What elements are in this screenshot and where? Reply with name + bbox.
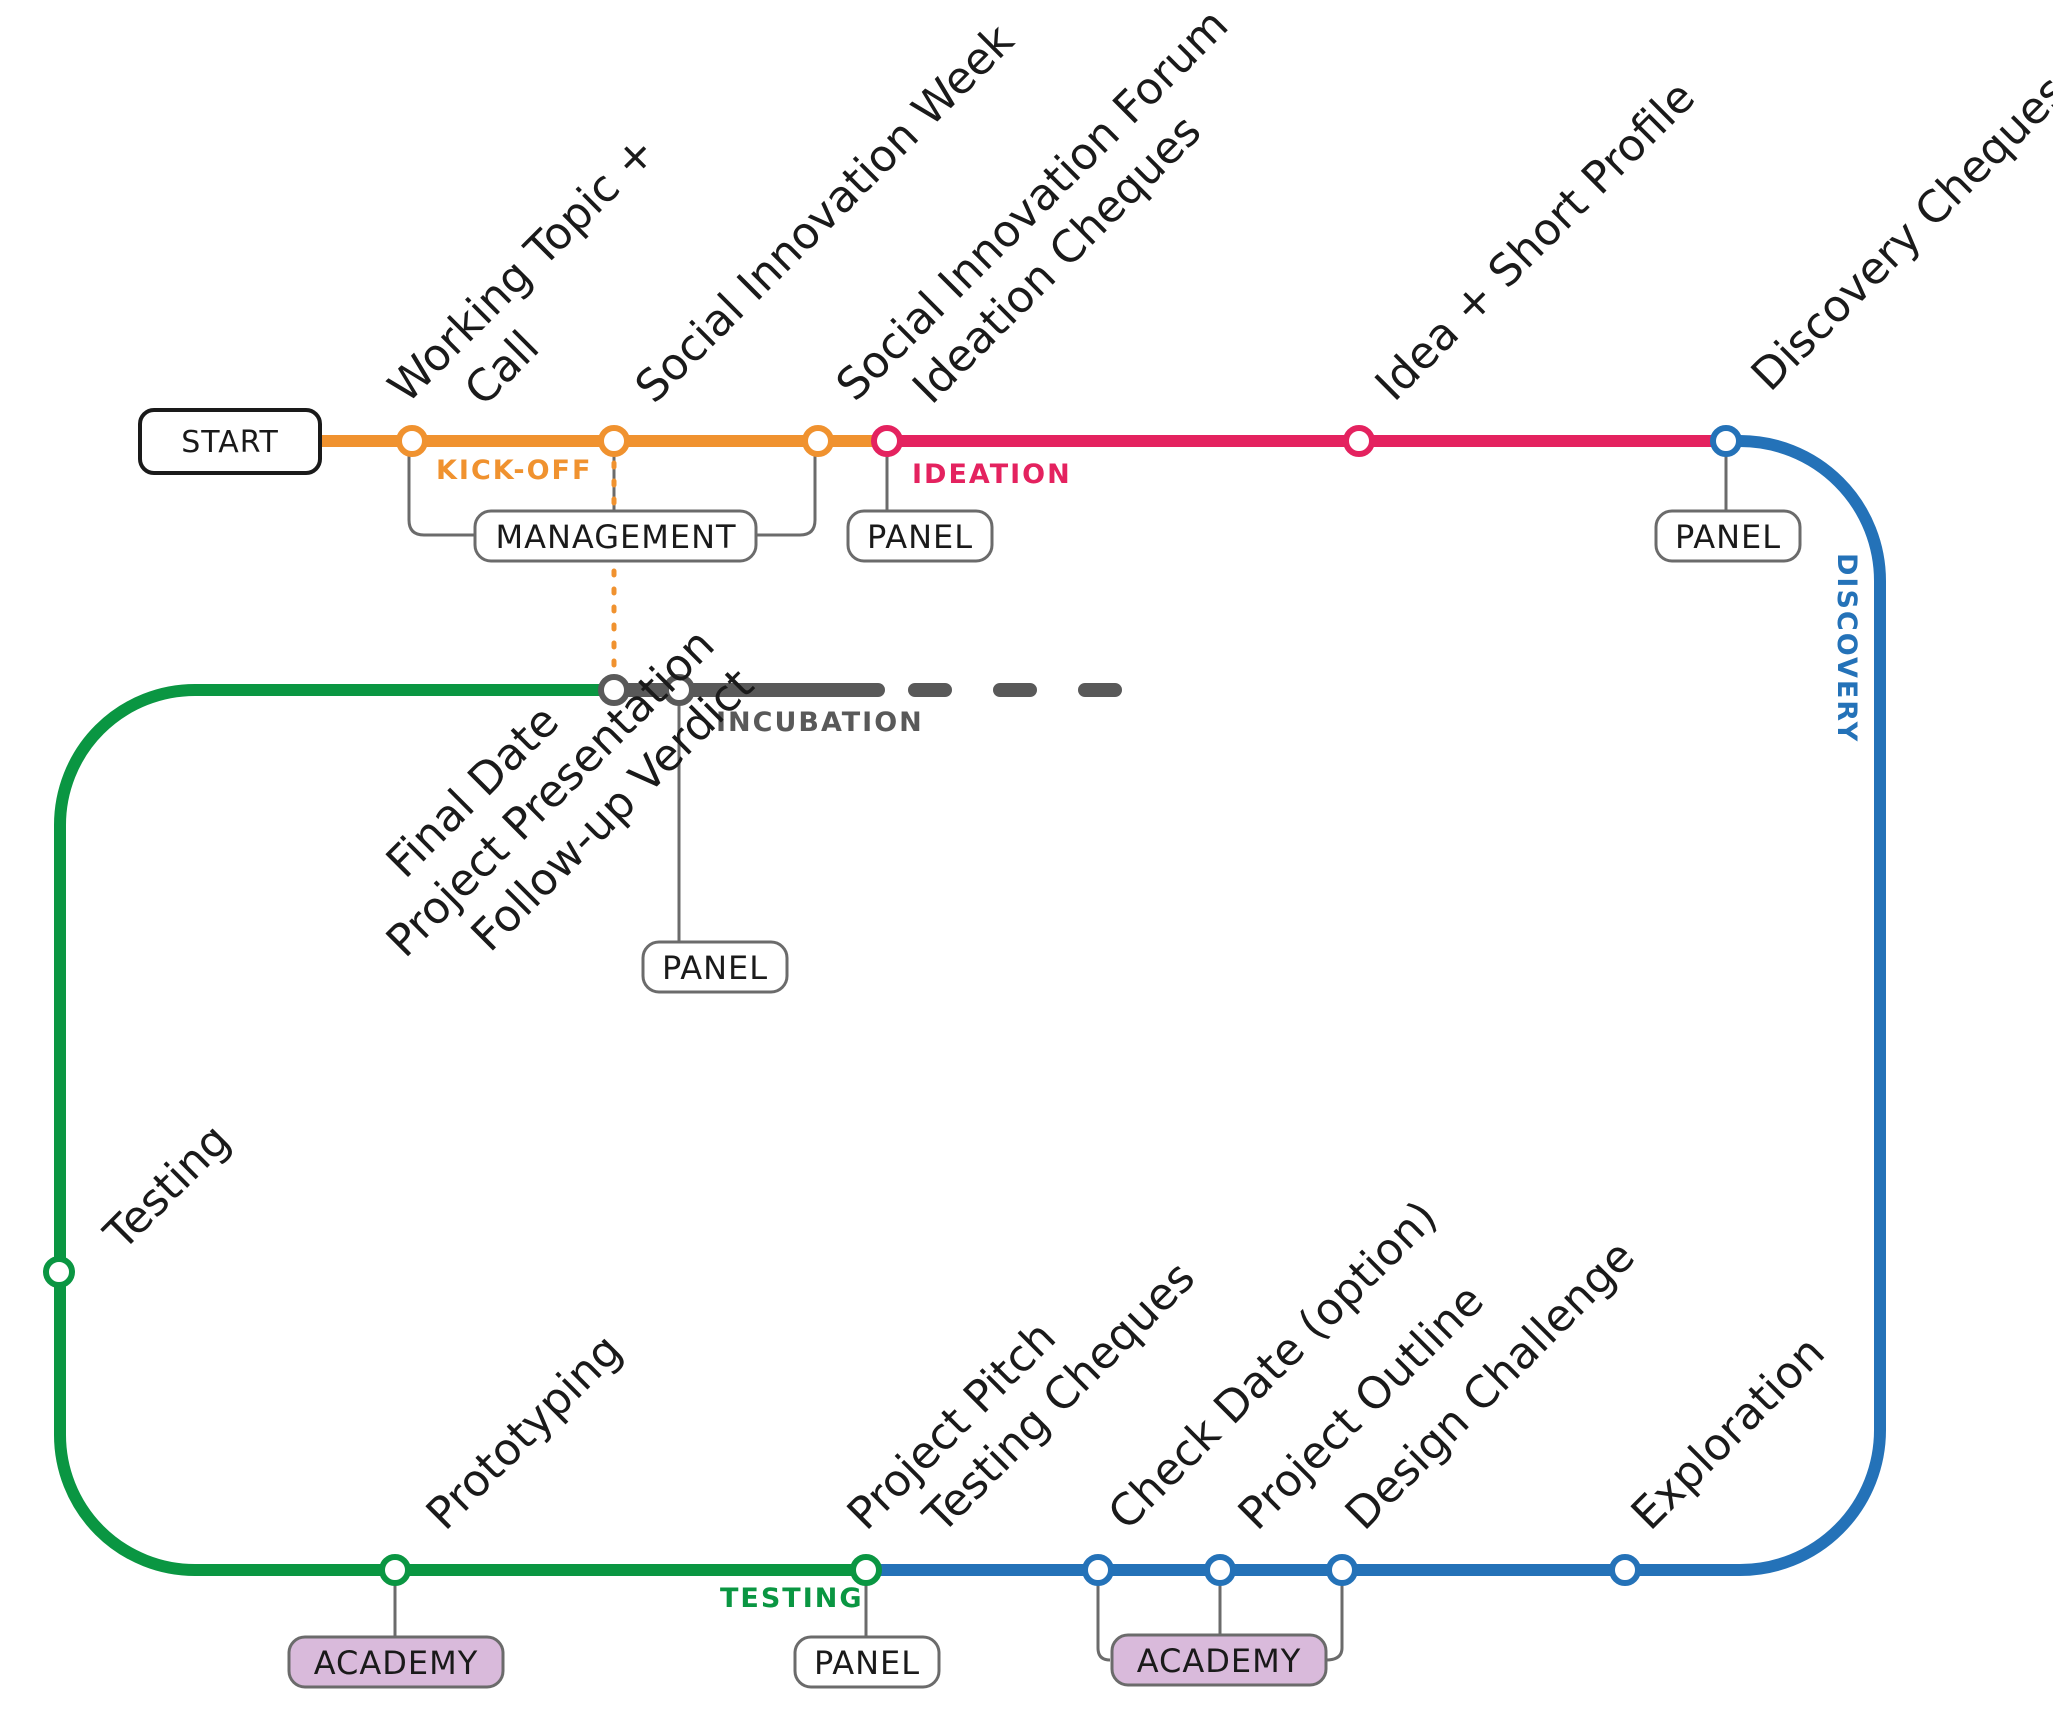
start-label: START bbox=[181, 425, 279, 460]
station-working-topic bbox=[396, 425, 428, 457]
ideation-panel-box: PANEL bbox=[846, 509, 994, 563]
label-idea-profile: Idea + Short Profile bbox=[1366, 72, 1705, 411]
label-exploration: Exploration bbox=[1622, 1327, 1835, 1540]
incubation-panel-box: PANEL bbox=[641, 940, 789, 994]
stations bbox=[43, 425, 1742, 1586]
station-testing bbox=[43, 1256, 75, 1288]
label-testing-line1: Testing bbox=[94, 1114, 240, 1260]
phase-label-ideation: IDEATION bbox=[912, 459, 1072, 490]
phase-label-discovery: DISCOVERY bbox=[1831, 553, 1862, 743]
station-social-week bbox=[598, 425, 630, 457]
label-final-date-line2: Project Presentation bbox=[377, 619, 725, 967]
discovery-academy-label: ACADEMY bbox=[1137, 1642, 1302, 1680]
ideation-panel-label: PANEL bbox=[867, 518, 973, 556]
station-ideation-start bbox=[871, 425, 903, 457]
phase-label-kickoff: KICK-OFF bbox=[436, 455, 592, 486]
incubation-panel-label: PANEL bbox=[662, 949, 768, 987]
academy-group-connector bbox=[1096, 1583, 1344, 1662]
label-social-forum: Social Innovation Forum Ideation Cheques bbox=[827, 0, 1288, 450]
label-testing: Testing bbox=[94, 1114, 240, 1260]
station-project-pitch bbox=[850, 1554, 882, 1586]
testing-panel-label: PANEL bbox=[814, 1644, 920, 1682]
label-idea-profile-line1: Idea + Short Profile bbox=[1366, 72, 1705, 411]
start-node: START bbox=[138, 408, 322, 475]
discovery-panel-box: PANEL bbox=[1654, 509, 1802, 563]
label-discovery-cheques-line1: Discovery Cheques bbox=[1742, 66, 2053, 401]
label-social-forum-line1: Social Innovation Forum bbox=[827, 0, 1238, 411]
station-prototyping bbox=[379, 1554, 411, 1586]
discovery-panel-label: PANEL bbox=[1675, 518, 1781, 556]
label-discovery-cheques: Discovery Cheques bbox=[1742, 66, 2053, 401]
connectors bbox=[393, 437, 1728, 1662]
station-social-forum bbox=[802, 425, 834, 457]
management-box: MANAGEMENT bbox=[473, 509, 758, 563]
label-exploration-line1: Exploration bbox=[1622, 1327, 1835, 1540]
station-final-date bbox=[663, 674, 695, 706]
station-design-challenge bbox=[1326, 1554, 1358, 1586]
discovery-academy-box: ACADEMY bbox=[1110, 1633, 1328, 1687]
label-prototyping: Prototyping bbox=[417, 1325, 632, 1540]
station-check-date bbox=[1082, 1554, 1114, 1586]
station-labels: Working Topic + Call Social Innovation W… bbox=[94, 0, 2053, 1543]
discovery-line bbox=[866, 435, 1886, 1576]
label-prototyping-line1: Prototyping bbox=[417, 1325, 632, 1540]
phase-label-testing: TESTING bbox=[720, 1583, 864, 1614]
station-exploration bbox=[1609, 1554, 1641, 1586]
station-idea-profile bbox=[1343, 425, 1375, 457]
station-discovery-cheques bbox=[1710, 425, 1742, 457]
station-incubation-entry bbox=[598, 674, 630, 706]
prototyping-academy-box: ACADEMY bbox=[287, 1635, 505, 1689]
testing-panel-box: PANEL bbox=[793, 1635, 941, 1689]
management-connector bbox=[407, 437, 817, 537]
prototyping-academy-label: ACADEMY bbox=[314, 1644, 479, 1682]
management-box-label: MANAGEMENT bbox=[495, 518, 736, 556]
phase-label-incubation: INCUBATION bbox=[716, 707, 924, 738]
station-project-outline bbox=[1204, 1554, 1236, 1586]
testing-line bbox=[54, 684, 866, 1576]
